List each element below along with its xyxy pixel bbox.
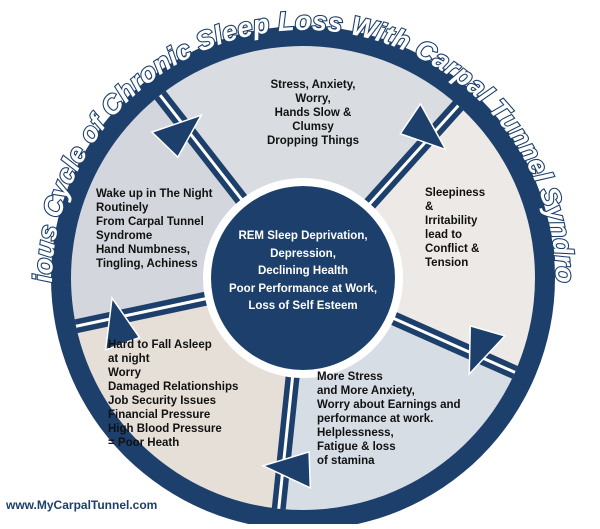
center-summary: REM Sleep Deprivation, Depression, Decli…: [228, 230, 378, 312]
segment-bottom-left-text: Hard to Fall Asleep at night Worry Damag…: [108, 339, 239, 449]
segment-bottom-left-panel: [76, 298, 293, 509]
divider-line: [277, 375, 295, 509]
center-disk: [211, 186, 395, 370]
website-footer: www.MyCarpalTunnel.com: [6, 498, 158, 512]
segment-left-text: Wake up in The Night Routinely From Carp…: [96, 188, 213, 270]
segment-bottom-right-panel: [278, 317, 515, 510]
cycle-arrow-icon: [104, 296, 141, 351]
cycle-arrow-icon: [260, 450, 312, 490]
segment-top-panel: [160, 45, 459, 206]
cycle-arrow-icon: [399, 102, 448, 151]
segment-right-text: Sleepiness & Irritability lead to Confli…: [425, 187, 486, 269]
cycle-arrow-icon: [150, 113, 203, 159]
cycle-arrow-icon: [468, 324, 507, 376]
segment-top-text: Stress, Anxiety, Worry, Hands Slow & Clu…: [267, 79, 359, 147]
segment-right-panel: [368, 105, 535, 373]
segment-bottom-right-text: More Stress and More Anxiety, Worry abou…: [317, 371, 461, 467]
divider-line: [75, 296, 208, 328]
divider-line: [391, 316, 516, 374]
divider-line: [367, 104, 460, 207]
divider-line: [158, 94, 244, 202]
